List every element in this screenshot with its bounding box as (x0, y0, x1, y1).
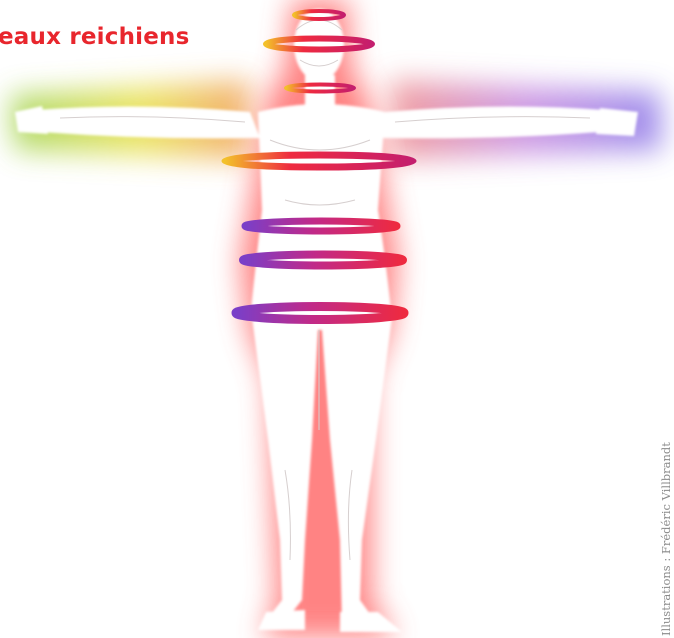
right-hand (596, 108, 638, 136)
right-foot (340, 612, 402, 632)
right-arm (378, 106, 605, 138)
left-foot (258, 610, 305, 630)
torso (250, 104, 392, 330)
left-arm (35, 106, 260, 138)
illustration-credit: Illustrations : Frédéric Villbrandt (659, 442, 673, 636)
page-title: eaux reichiens (0, 24, 190, 50)
